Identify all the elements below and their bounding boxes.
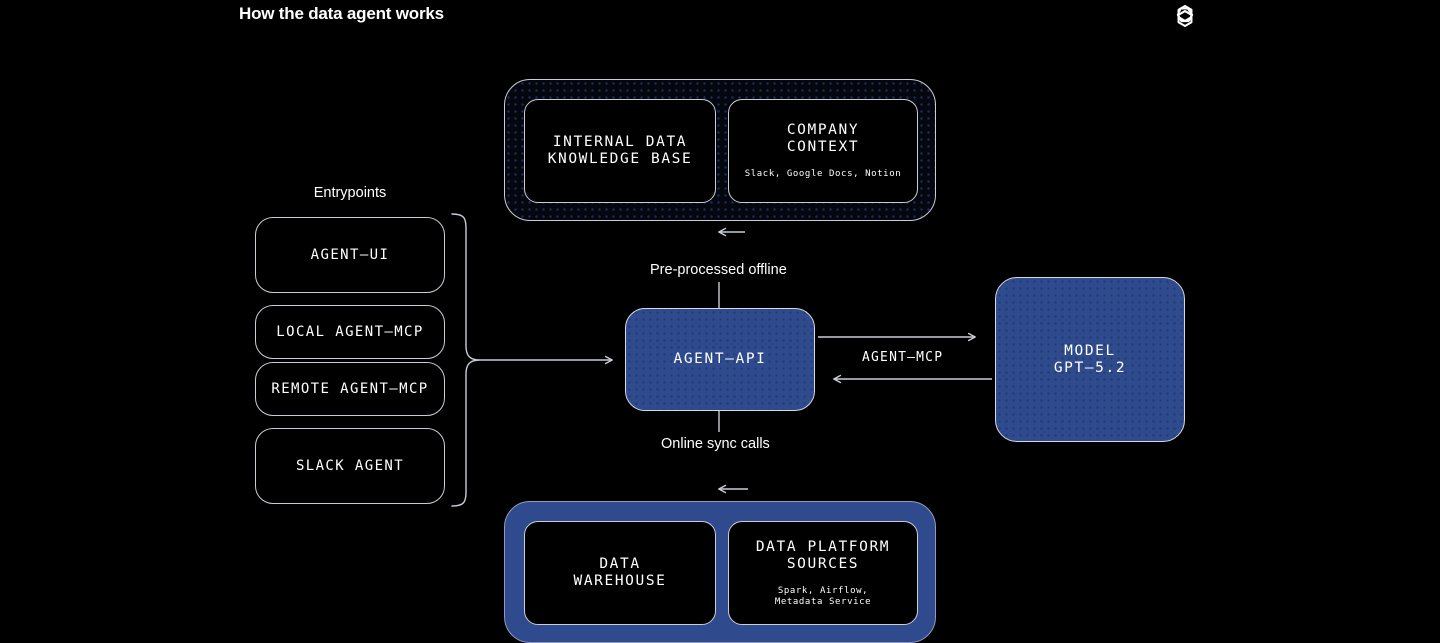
box-company-context[interactable]: COMPANY CONTEXT Slack, Google Docs, Noti…	[728, 99, 918, 203]
node-agent-ui[interactable]: AGENT—UI	[255, 217, 445, 293]
page-title: How the data agent works	[239, 4, 444, 23]
node-local-agent-mcp[interactable]: LOCAL AGENT—MCP	[255, 305, 445, 359]
node-label: REMOTE AGENT—MCP	[271, 380, 429, 397]
entrypoints-brace	[450, 212, 492, 508]
box-title: DATA WAREHOUSE	[573, 556, 667, 589]
box-internal-data-knowledge-base[interactable]: INTERNAL DATA KNOWLEDGE BASE	[524, 99, 716, 203]
connector-label-preprocessed-offline: Pre-processed offline	[650, 262, 787, 278]
box-subtitle: Spark, Airflow, Metadata Service	[774, 585, 872, 607]
knowledge-base-container: INTERNAL DATA KNOWLEDGE BASE COMPANY CON…	[504, 79, 936, 221]
box-title: INTERNAL DATA KNOWLEDGE BASE	[547, 134, 693, 167]
node-label: AGENT—API	[673, 351, 767, 367]
box-title: COMPANY CONTEXT	[786, 122, 860, 155]
node-label: MODEL GPT—5.2	[1053, 342, 1127, 376]
node-agent-api[interactable]: AGENT—API	[625, 308, 815, 411]
node-label: SLACK AGENT	[295, 457, 405, 474]
node-label: AGENT—UI	[310, 246, 390, 263]
node-model-gpt[interactable]: MODEL GPT—5.2	[995, 277, 1185, 442]
box-data-platform-sources[interactable]: DATA PLATFORM SOURCES Spark, Airflow, Me…	[728, 521, 918, 625]
data-platform-container: DATA WAREHOUSE DATA PLATFORM SOURCES Spa…	[504, 501, 936, 643]
node-slack-agent[interactable]: SLACK AGENT	[255, 428, 445, 504]
node-remote-agent-mcp[interactable]: REMOTE AGENT—MCP	[255, 362, 445, 416]
entrypoints-label: Entrypoints	[313, 185, 387, 201]
openai-logo-icon	[1168, 0, 1202, 33]
box-title: DATA PLATFORM SOURCES	[755, 538, 891, 572]
box-subtitle: Slack, Google Docs, Notion	[744, 169, 902, 179]
node-label: LOCAL AGENT—MCP	[276, 323, 424, 340]
box-data-warehouse[interactable]: DATA WAREHOUSE	[524, 521, 716, 625]
connector-label-agent-mcp: AGENT—MCP	[862, 350, 944, 365]
connector-label-online-sync-calls: Online sync calls	[661, 436, 770, 452]
